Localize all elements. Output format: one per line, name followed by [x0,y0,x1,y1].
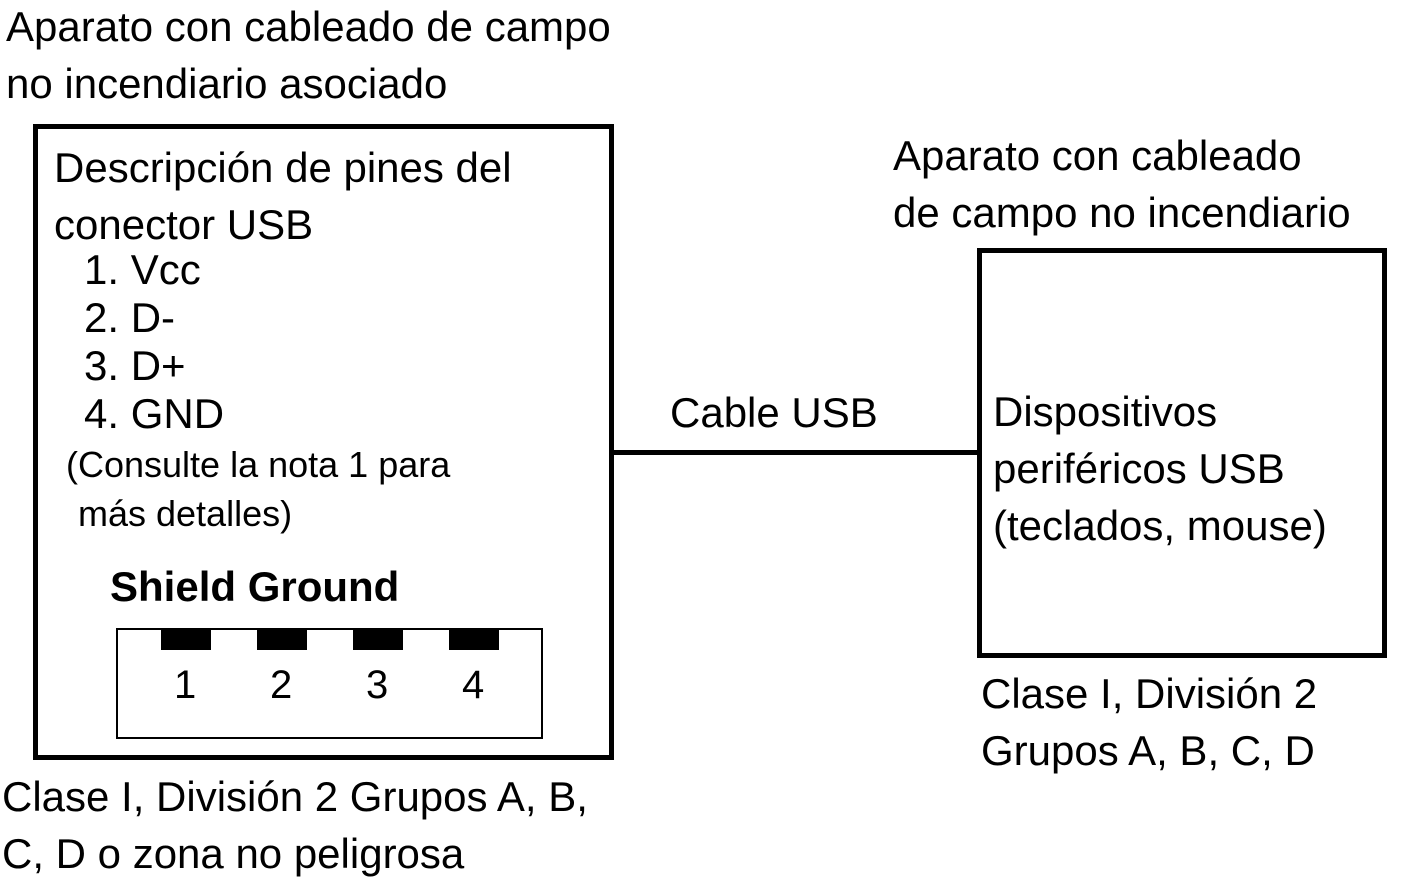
usb-cable-label: Cable USB [670,389,878,436]
right-apparatus-box [977,248,1387,658]
left-apparatus-title-line2: no incendiario asociado [6,60,448,107]
connector-pin-3 [353,630,403,650]
pin-item-d-plus: 3. D+ [84,342,186,389]
pin-item-gnd: 4. GND [84,390,225,437]
connector-pin-4 [449,630,499,650]
right-apparatus-title-line1: Aparato con cableado [893,132,1302,179]
left-area-classification-line1: Clase I, División 2 Grupos A, B, [2,773,588,820]
note-line1: (Consulte la nota 1 para [66,444,451,485]
usb-peripherals-line1: Dispositivos [993,388,1218,435]
connector-number-3: 3 [366,663,389,707]
connector-number-2: 2 [270,663,293,707]
usb-cable-line [612,450,980,455]
note-line2: más detalles) [78,493,293,534]
left-area-classification-line2: C, D o zona no peligrosa [2,830,465,877]
connector-pin-1 [161,630,211,650]
usb-pin-description-heading-line1: Descripción de pines del [54,144,512,191]
pin-item-d-minus: 2. D- [84,294,176,341]
left-apparatus-title-line1: Aparato con cableado de campo [6,3,611,50]
usb-connector [116,628,543,739]
left-apparatus-box [33,124,614,760]
right-apparatus-title-line2: de campo no incendiario [893,189,1351,236]
usb-peripherals-line2: periféricos USB [993,445,1285,492]
usb-peripherals-line3: (teclados, mouse) [993,502,1327,549]
shield-ground-label: Shield Ground [110,563,400,610]
connector-pin-2 [257,630,307,650]
right-area-classification-line2: Grupos A, B, C, D [981,727,1315,774]
connector-number-1: 1 [174,663,197,707]
pin-item-vcc: 1. Vcc [84,246,201,293]
right-area-classification-line1: Clase I, División 2 [981,670,1318,717]
connector-number-4: 4 [462,663,485,707]
usb-pin-description-heading-line2: conector USB [54,201,314,248]
